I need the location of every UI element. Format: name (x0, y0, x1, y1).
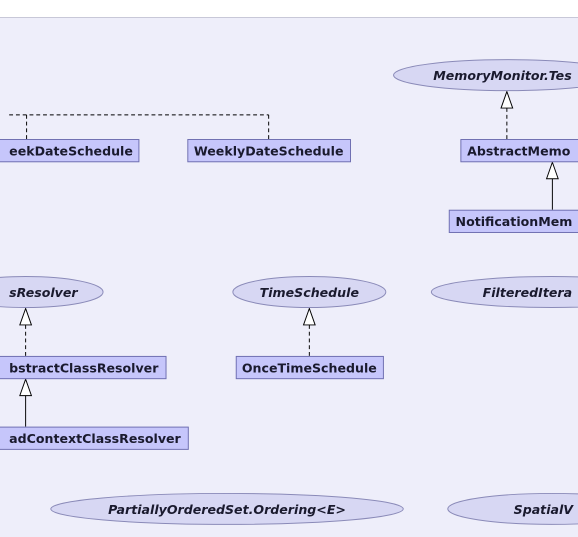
class-once-time-schedule[interactable]: OnceTimeSchedule (235, 355, 384, 380)
interface-filtered-iterator[interactable]: FilteredItera (430, 276, 578, 308)
arrow-head (545, 160, 559, 180)
node-label: SpatialV (514, 502, 575, 517)
node-label: adContextClassResolver (9, 431, 181, 446)
node-label: eekDateSchedule (9, 143, 133, 158)
node-label: WeeklyDateSchedule (194, 143, 344, 158)
edge-notification-memory-extends-abstract-memory (545, 160, 559, 210)
node-label: TimeSchedule (260, 285, 360, 300)
edge-abstract-class-resolver-implements-class-resolver (19, 307, 33, 356)
node-label: FilteredItera (483, 285, 572, 300)
node-label: bstractClassResolver (9, 360, 159, 375)
diagram-canvas: MemoryMonitor.Tes sResolver TimeSchedule… (0, 17, 578, 537)
arrow-head (500, 90, 514, 109)
interface-memory-monitor-test[interactable]: MemoryMonitor.Tes (393, 59, 578, 92)
arrow-head (302, 307, 316, 326)
arrow-head (19, 377, 33, 397)
class-notification-memory[interactable]: NotificationMem (448, 209, 578, 233)
node-label: PartiallyOrderedSet.Ordering<E> (108, 502, 346, 517)
interface-partially-ordered-set-ordering[interactable]: PartiallyOrderedSet.Ordering<E> (50, 492, 404, 525)
interface-class-resolver[interactable]: sResolver (0, 276, 104, 308)
class-weekly-date-schedule[interactable]: WeeklyDateSchedule (187, 139, 351, 163)
class-diagram: MemoryMonitor.Tes sResolver TimeSchedule… (0, 59, 578, 525)
node-label: AbstractMemo (467, 143, 571, 158)
class-abstract-class-resolver[interactable]: bstractClassResolver (0, 355, 167, 380)
edge-week-date-schedule-to-parent (9, 114, 269, 140)
edge-abstract-memory-implements-memory-monitor (500, 90, 514, 140)
node-label: MemoryMonitor.Tes (433, 68, 572, 83)
interface-time-schedule[interactable]: TimeSchedule (232, 276, 387, 309)
class-thread-context-class-resolver[interactable]: adContextClassResolver (0, 426, 189, 450)
edge-thread-context-class-resolver-extends-abstract (19, 377, 33, 427)
node-label: NotificationMem (456, 214, 573, 229)
interface-spatial[interactable]: SpatialV (447, 492, 578, 525)
node-label: OnceTimeSchedule (242, 360, 377, 375)
class-abstract-memory[interactable]: AbstractMemo (460, 139, 578, 163)
node-label: sResolver (9, 285, 78, 300)
class-week-date-schedule[interactable]: eekDateSchedule (0, 139, 140, 163)
arrow-head (19, 307, 33, 326)
edge-once-time-schedule-implements-time-schedule (302, 307, 316, 356)
